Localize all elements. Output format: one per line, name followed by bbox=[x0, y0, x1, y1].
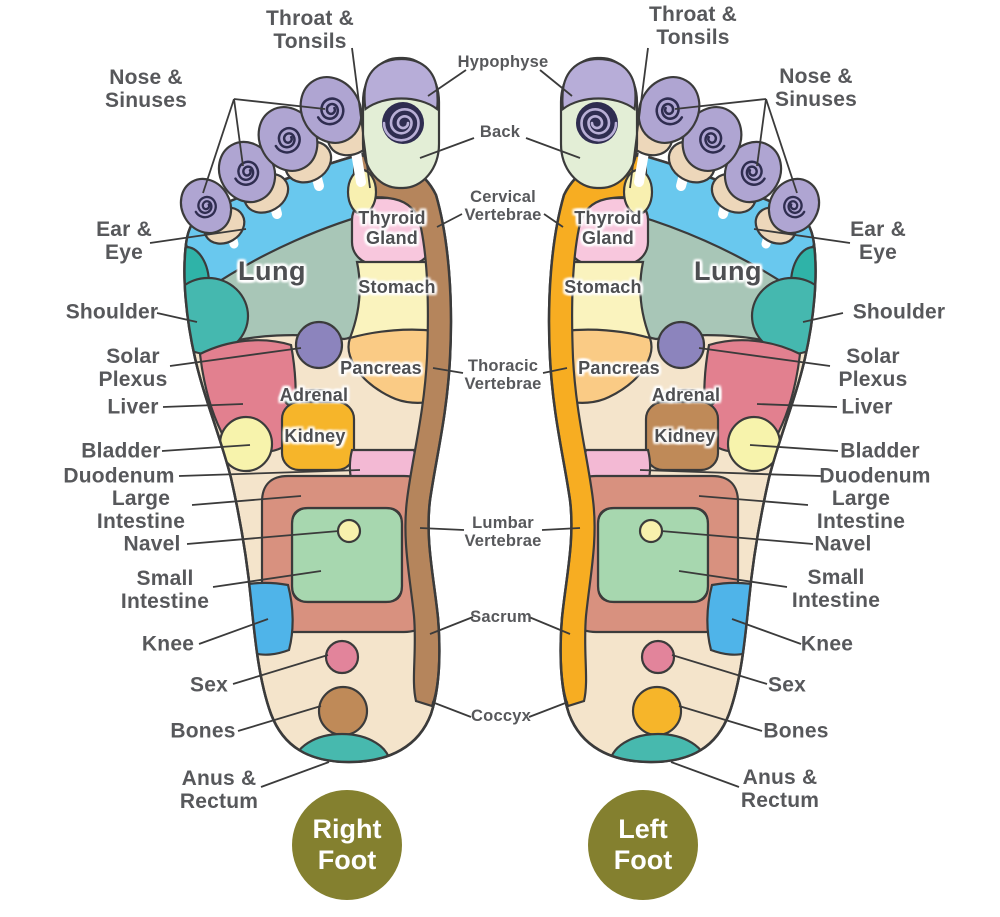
leader-bladder-left bbox=[161, 444, 251, 452]
leader-duodenum-left bbox=[178, 469, 361, 477]
leader-bones-right bbox=[678, 705, 763, 732]
leader-anus-rectum-right bbox=[670, 761, 740, 788]
leader-cervical bbox=[543, 213, 564, 228]
leader-navel-right bbox=[660, 530, 814, 545]
leader-large-intestine-left bbox=[191, 495, 302, 506]
leader-nose-sinuses-left bbox=[202, 98, 235, 194]
leader-large-intestine-right bbox=[698, 495, 809, 506]
leader-throat-tonsils-right bbox=[629, 47, 649, 189]
leader-sacrum bbox=[429, 616, 474, 635]
leader-thoracic bbox=[432, 367, 464, 374]
right-foot-badge: Right Foot bbox=[292, 790, 402, 900]
leader-nose-sinuses-right bbox=[765, 98, 798, 194]
left-foot-badge: Left Foot bbox=[588, 790, 698, 900]
leader-liver-left bbox=[162, 403, 244, 408]
leader-liver-right bbox=[756, 403, 838, 408]
leader-throat-tonsils-left bbox=[351, 47, 371, 189]
leader-back bbox=[419, 137, 475, 159]
leader-shoulder-left bbox=[156, 312, 198, 323]
leader-lines bbox=[149, 47, 851, 788]
leader-solar-plexus-left bbox=[169, 347, 302, 367]
leader-coccyx bbox=[431, 701, 472, 718]
leader-nose-sinuses-right bbox=[756, 98, 767, 167]
leader-nose-sinuses-left bbox=[233, 98, 326, 110]
right-foot bbox=[163, 58, 452, 794]
leader-nose-sinuses-right bbox=[674, 98, 767, 110]
leader-knee-left bbox=[198, 618, 269, 645]
leader-small-intestine-right bbox=[678, 570, 788, 588]
leader-knee-right bbox=[731, 618, 802, 645]
leader-bones-left bbox=[237, 705, 322, 732]
leader-hypophyse bbox=[427, 69, 467, 97]
leader-navel-left bbox=[186, 530, 340, 545]
leader-lumbar bbox=[541, 527, 581, 531]
leader-hypophyse bbox=[539, 69, 573, 97]
leader-ear-eye-right bbox=[753, 228, 851, 244]
leader-nose-sinuses-left bbox=[233, 98, 244, 167]
leader-sex-right bbox=[671, 654, 768, 685]
leader-duodenum-right bbox=[639, 469, 822, 477]
leader-back bbox=[525, 137, 581, 159]
leader-coccyx bbox=[528, 701, 569, 718]
leader-solar-plexus-right bbox=[698, 347, 831, 367]
leader-lumbar bbox=[419, 527, 465, 531]
leader-thoracic bbox=[542, 367, 568, 374]
leader-sex-left bbox=[232, 654, 329, 685]
leader-bladder-right bbox=[749, 444, 839, 452]
leader-cervical bbox=[436, 213, 463, 228]
left-foot bbox=[548, 58, 837, 794]
leader-small-intestine-left bbox=[212, 570, 322, 588]
leader-sacrum bbox=[528, 616, 571, 635]
leader-anus-rectum-left bbox=[260, 761, 330, 788]
leader-shoulder-right bbox=[802, 312, 844, 323]
leader-ear-eye-left bbox=[149, 228, 247, 244]
